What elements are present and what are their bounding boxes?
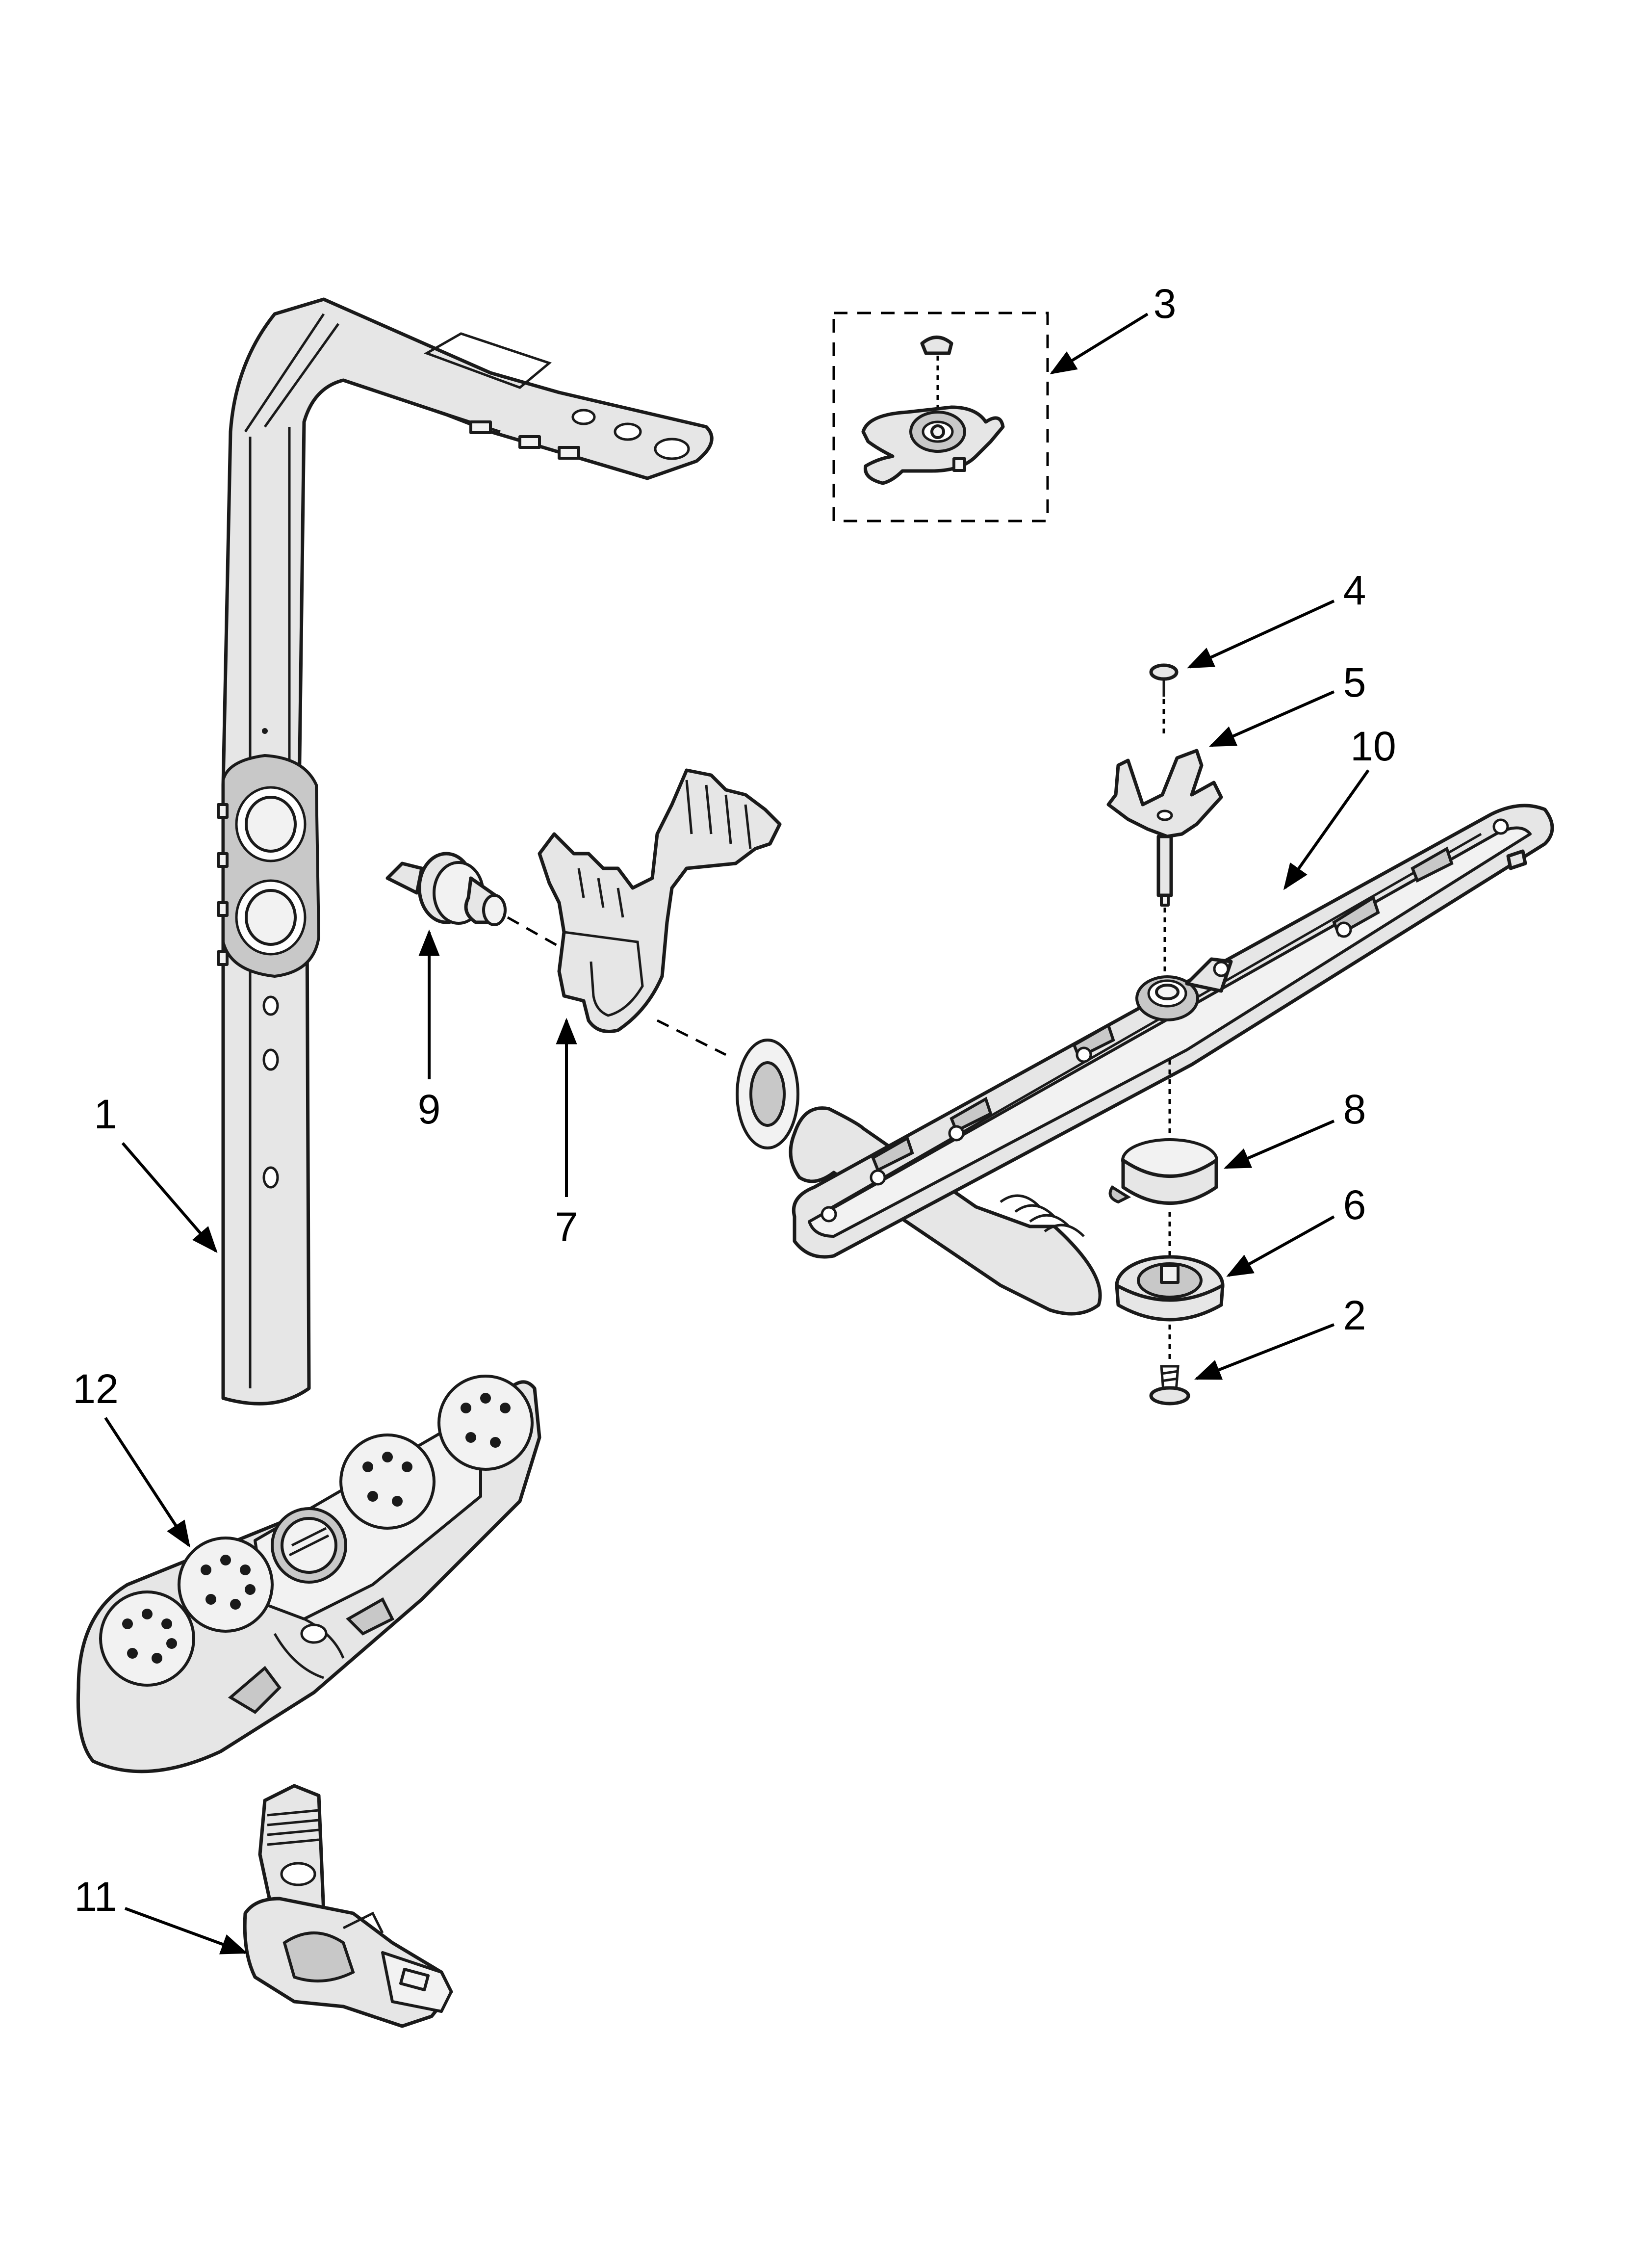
callout-6: 6 (1343, 1182, 1366, 1228)
callout-12: 12 (73, 1366, 118, 1412)
callout-8: 8 (1343, 1086, 1366, 1132)
part-5-bearing-bracket (1106, 749, 1223, 976)
leader-1 (121, 1142, 218, 1253)
leader-6 (1226, 1215, 1335, 1277)
part-6-bearing-hub (1115, 1212, 1225, 1322)
leader-8 (1224, 1120, 1335, 1169)
leader-4 (1187, 600, 1335, 669)
part-11-hose-adapter (243, 1784, 453, 2028)
part-12-wash-manifold (76, 1375, 541, 1773)
leader-10 (1283, 769, 1370, 890)
part-9-valve-plug (385, 852, 565, 951)
part-8-seal-ring (1108, 1060, 1218, 1205)
leader-2 (1194, 1323, 1335, 1380)
callout-1: 1 (94, 1091, 117, 1137)
callout-4: 4 (1343, 567, 1366, 613)
leader-lines (104, 313, 1370, 1955)
part-1-upper-manifold-tube (217, 297, 714, 1406)
part-10-lower-spray-arm (736, 804, 1554, 1316)
callout-10: 10 (1350, 723, 1396, 769)
part-4-screw (1149, 663, 1179, 736)
callout-5: 5 (1343, 659, 1366, 705)
leader-11 (124, 1907, 248, 1955)
part-7-clip-bracket (538, 768, 782, 1056)
callout-labels: 1 2 3 4 5 6 7 8 9 10 11 12 (73, 281, 1396, 1920)
callout-9: 9 (418, 1086, 441, 1132)
part-2-screw (1149, 1325, 1190, 1406)
leader-5 (1209, 690, 1335, 747)
callout-11: 11 (74, 1874, 117, 1920)
callout-2: 2 (1343, 1292, 1366, 1338)
leader-3 (1050, 313, 1149, 374)
callout-7: 7 (555, 1204, 578, 1250)
leader-12 (104, 1417, 190, 1548)
part-3-mounting-clip (832, 312, 1049, 522)
callout-3: 3 (1154, 281, 1177, 327)
part-3-dashed-box (832, 312, 1049, 522)
